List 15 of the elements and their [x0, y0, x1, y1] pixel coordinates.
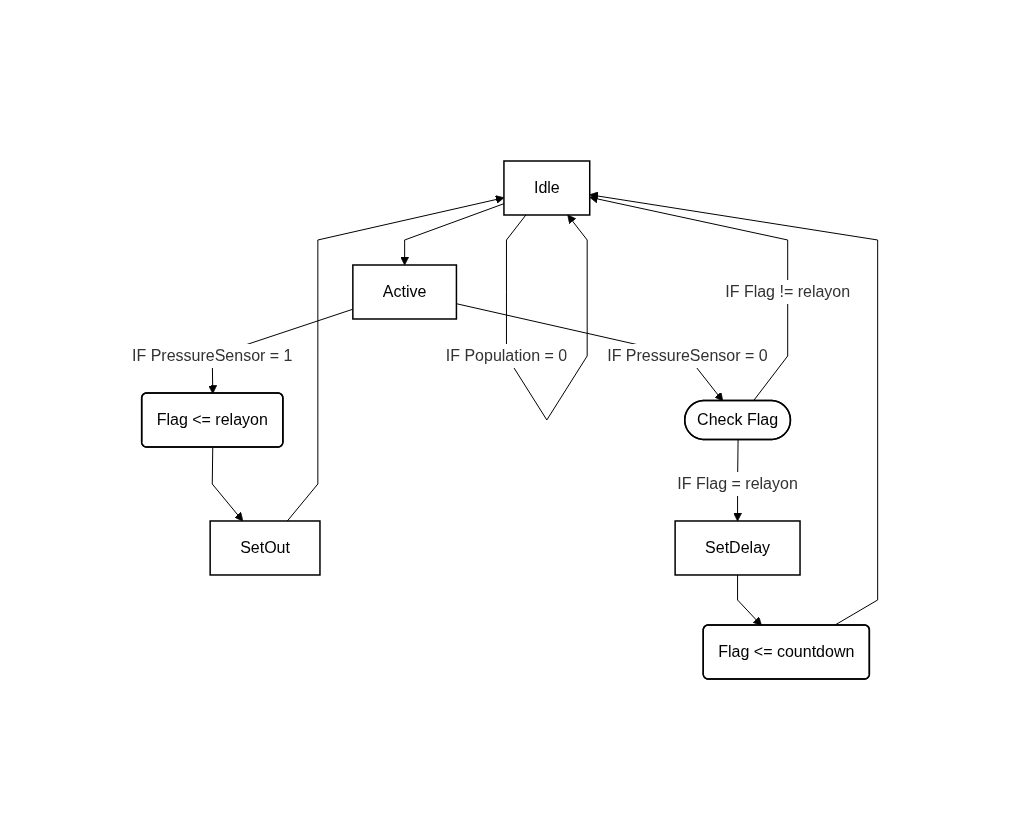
- arrow: [737, 574, 763, 626]
- edge-label: IF Flag != relayon: [725, 282, 851, 300]
- edge-label: IF PressureSensor = 0: [607, 346, 768, 364]
- node-box: Idle: [503, 159, 591, 216]
- edge-label: IF PressureSensor = 1: [132, 346, 293, 364]
- node-box: SetDelay: [674, 519, 801, 576]
- node-box: Active: [352, 263, 458, 320]
- arrow: [287, 194, 505, 521]
- edge-label: IF Flag = relayon: [677, 474, 798, 492]
- edge-label: IF Population = 0: [445, 346, 568, 364]
- arrow: [589, 194, 789, 401]
- arrow: [211, 446, 244, 521]
- node-box: SetOut: [209, 519, 321, 576]
- arrow: [589, 191, 879, 626]
- arrow: [400, 202, 505, 265]
